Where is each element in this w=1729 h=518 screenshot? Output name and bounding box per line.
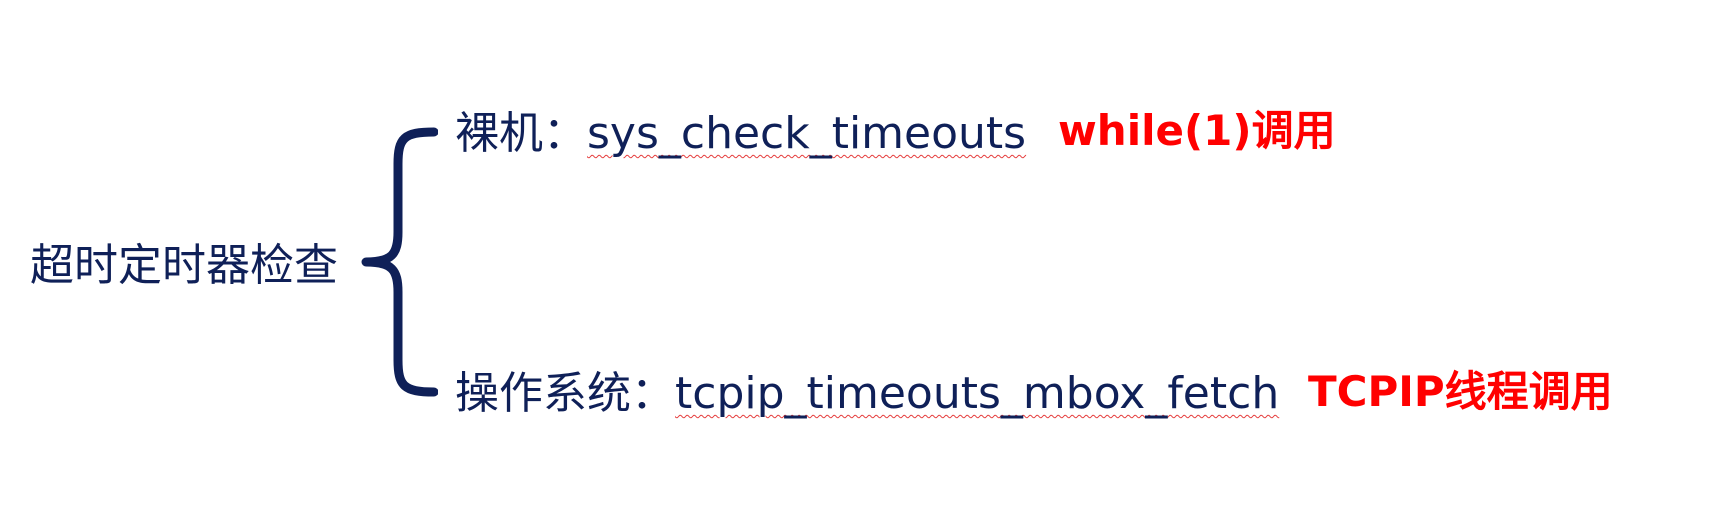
branch-separator: ： <box>543 108 587 159</box>
branch-bare-metal: 裸机：sys_check_timeouts <box>455 104 1026 164</box>
branch-separator: ： <box>631 368 675 419</box>
root-node-label: 超时定时器检查 <box>30 240 338 291</box>
function-name: sys_check_timeouts <box>587 108 1027 159</box>
branch-note: TCPIP线程调用 <box>1308 367 1613 416</box>
branch-label: 操作系统 <box>455 368 631 419</box>
function-name: tcpip_timeouts_mbox_fetch <box>675 368 1280 419</box>
branch-operating-system: 操作系统：tcpip_timeouts_mbox_fetch <box>455 364 1279 424</box>
branch-note: while(1)调用 <box>1058 106 1336 155</box>
branch-label: 裸机 <box>455 108 543 159</box>
curly-brace-connector <box>361 127 438 397</box>
